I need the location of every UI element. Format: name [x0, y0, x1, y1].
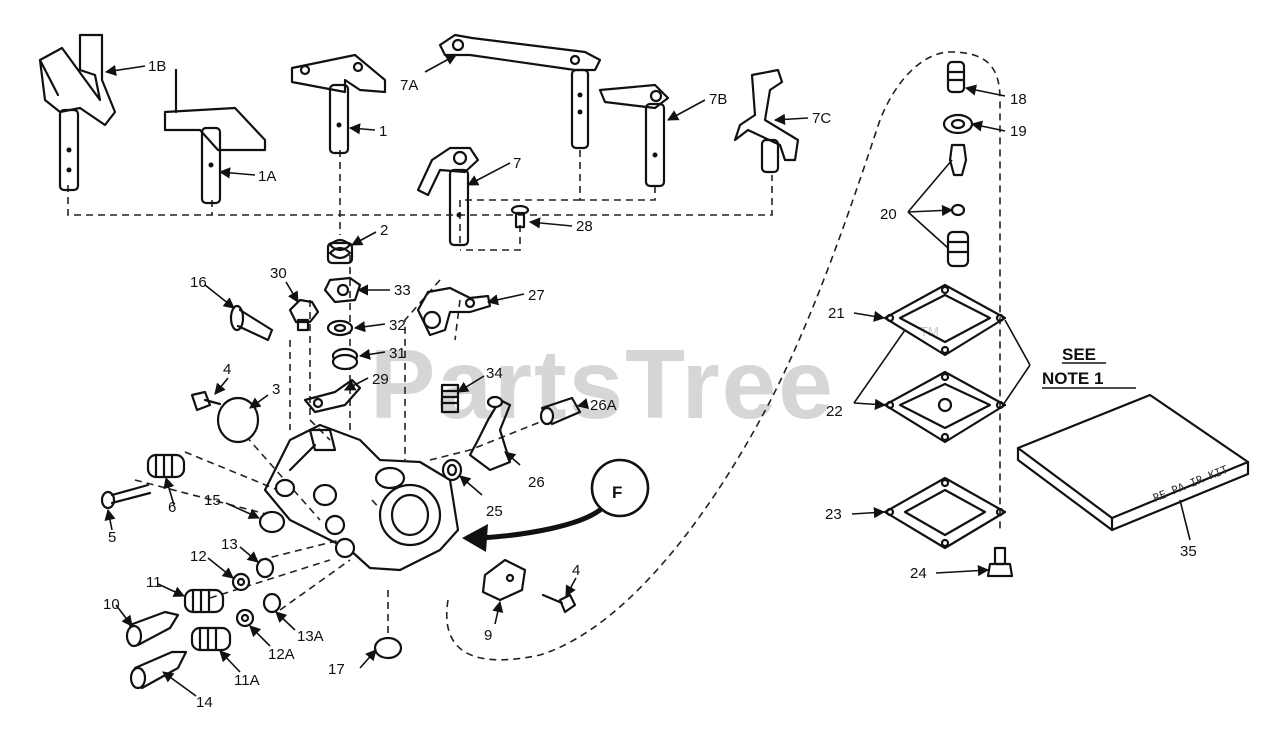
label-14: 14	[196, 694, 213, 711]
part-26A-fitting	[539, 396, 582, 426]
label-7: 7	[513, 155, 521, 172]
part-9-cover-plate	[481, 558, 527, 602]
label-3: 3	[272, 381, 280, 398]
part-1B-shaft-lever	[38, 33, 117, 192]
part-14-needle	[129, 650, 188, 690]
callout-F-letter: F	[612, 483, 622, 502]
label-22: 22	[826, 403, 843, 420]
label-1B: 1B	[148, 58, 166, 75]
label-7C: 7C	[812, 110, 831, 127]
label-34: 34	[486, 365, 503, 382]
label-31: 31	[389, 345, 406, 362]
part-labels: 1B 1A 1 7A 7B 7C 7 28 2 33 32 31 29 30 1…	[103, 58, 1197, 711]
part-16-throttle-shaft	[229, 304, 274, 342]
part-4-screw-left	[190, 390, 222, 412]
part-15-plug	[258, 510, 286, 534]
part-3-throttle-plate	[216, 396, 260, 444]
leader-lines	[104, 54, 1191, 697]
label-7B: 7B	[709, 91, 727, 108]
part-1-shaft-plate	[290, 53, 387, 155]
part-13A-oring	[262, 592, 282, 614]
label-5: 5	[108, 529, 116, 546]
label-30: 30	[270, 265, 287, 282]
callout-F-arrow	[462, 458, 650, 552]
watermark-text: PartsTree	[370, 329, 835, 439]
label-12A: 12A	[268, 646, 295, 663]
part-21-gasket	[883, 283, 1007, 357]
label-13: 13	[221, 536, 238, 553]
label-20: 20	[880, 206, 897, 223]
label-32: 32	[389, 317, 406, 334]
part-11-spring	[183, 588, 225, 614]
part-28-screw	[510, 204, 530, 229]
label-25: 25	[486, 503, 503, 520]
label-9: 9	[484, 627, 492, 644]
label-27: 27	[528, 287, 545, 304]
label-18: 18	[1010, 91, 1027, 108]
part-35-repair-kit	[1016, 393, 1250, 532]
label-16: 16	[190, 274, 207, 291]
part-32-washer	[326, 319, 354, 337]
part-11A-spring	[190, 626, 232, 652]
label-35: 35	[1180, 543, 1197, 560]
part-30-screw	[288, 298, 320, 332]
part-6-spring	[146, 453, 186, 479]
label-10: 10	[103, 596, 120, 613]
label-29: 29	[372, 371, 389, 388]
part-7C-bent-lever	[733, 68, 800, 174]
part-25-seat	[441, 458, 463, 482]
part-10-needle	[125, 610, 180, 648]
part-4-screw-right	[541, 593, 577, 614]
part-5-screw	[100, 483, 152, 510]
part-20-inlet-needle-assembly	[946, 143, 970, 268]
part-29-lever	[303, 378, 362, 414]
part-22-diaphragm	[883, 370, 1007, 444]
label-1: 1	[379, 123, 387, 140]
label-15: 15	[204, 492, 221, 509]
label-21: 21	[828, 305, 845, 322]
note-line2: NOTE 1	[1042, 369, 1103, 388]
label-28: 28	[576, 218, 593, 235]
label-33: 33	[394, 282, 411, 299]
part-23-cover	[883, 476, 1007, 550]
label-2: 2	[380, 222, 388, 239]
part-12A-washer	[235, 608, 255, 628]
part-17-plug	[373, 636, 403, 660]
carburetor-body	[263, 423, 460, 572]
note-line1: SEE	[1062, 345, 1096, 364]
part-12-washer	[231, 572, 251, 592]
label-11: 11	[146, 574, 162, 591]
part-33-clip	[323, 276, 362, 304]
label-6: 6	[168, 499, 176, 516]
label-4-left: 4	[223, 361, 231, 378]
part-34-spring	[440, 383, 460, 414]
label-17: 17	[328, 661, 345, 678]
part-27-bracket	[416, 286, 492, 337]
label-26A: 26A	[590, 397, 617, 414]
label-11A: 11A	[234, 672, 260, 689]
label-23: 23	[825, 506, 842, 523]
label-1A: 1A	[258, 168, 276, 185]
label-4-right: 4	[572, 562, 580, 579]
part-18-needle-valve	[946, 60, 966, 94]
part-24-screw	[986, 546, 1014, 578]
label-19: 19	[1010, 123, 1027, 140]
part-31-spring	[331, 347, 359, 371]
label-26: 26	[528, 474, 545, 491]
part-7A-long-lever-shaft	[438, 33, 602, 150]
label-7A: 7A	[400, 77, 418, 94]
assembly-dash-lines	[67, 51, 1001, 661]
part-1A-shaft-plate	[163, 68, 267, 205]
label-24: 24	[910, 565, 927, 582]
part-7B-shaft	[598, 83, 670, 188]
label-12: 12	[190, 548, 207, 565]
watermark: PartsTree TM	[370, 324, 939, 439]
part-13-oring	[255, 557, 275, 579]
label-13A: 13A	[297, 628, 324, 645]
part-2-spring	[326, 238, 354, 265]
part-19-gasket	[942, 113, 974, 135]
part-7-shaft-lever	[416, 146, 480, 247]
